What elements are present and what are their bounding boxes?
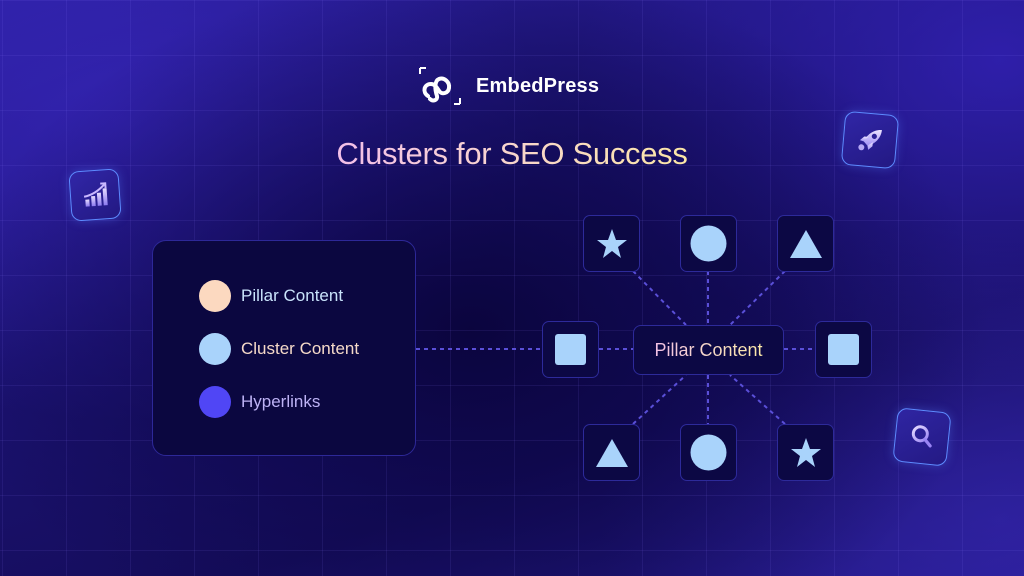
square-icon [828,334,859,365]
cluster-dot-icon [199,333,231,365]
triangle-icon [595,438,628,467]
embedpress-logo-icon [419,67,461,105]
star-icon [790,437,821,467]
cluster-node-top-center [680,215,737,272]
legend-label: Hyperlinks [241,392,321,411]
legend-item-cluster: Cluster Content [199,333,359,365]
cluster-node-top-left [583,215,640,272]
legend-label: Pillar Content [241,286,344,305]
cluster-node-top-right [777,215,834,272]
cluster-node-bottom-right [777,424,834,481]
brand-name: EmbedPress [476,74,600,97]
growth-chart-icon [83,182,108,207]
cluster-node-middle-right [815,321,872,378]
search-badge [892,407,952,467]
brand-logo: EmbedPress [418,66,599,106]
cluster-node-bottom-left [583,424,640,481]
pillar-content-node: Pillar Content [633,325,784,375]
pillar-dot-icon [199,280,231,312]
rocket-badge [840,110,900,170]
circle-icon [690,225,727,262]
triangle-icon [789,229,822,258]
search-icon [911,425,932,448]
cluster-node-middle-left [542,321,599,378]
rocket-icon [858,129,882,151]
star-icon [596,228,627,258]
page-title-text: Clusters for SEO Success [336,136,688,171]
cluster-node-bottom-center [680,424,737,481]
growth-chart-badge [68,168,122,222]
pillar-content-label: Pillar Content [654,339,763,360]
page-title: Clusters for SEO Success [0,136,1024,172]
legend-label: Cluster Content [241,339,360,358]
circle-icon [690,434,727,471]
legend-item-hyperlinks: Hyperlinks [199,386,320,418]
legend-item-pillar: Pillar Content [199,280,343,312]
square-icon [555,334,586,365]
hyperlink-dot-icon [199,386,231,418]
legend-card: Pillar Content Cluster Content Hyperlink… [152,240,416,456]
